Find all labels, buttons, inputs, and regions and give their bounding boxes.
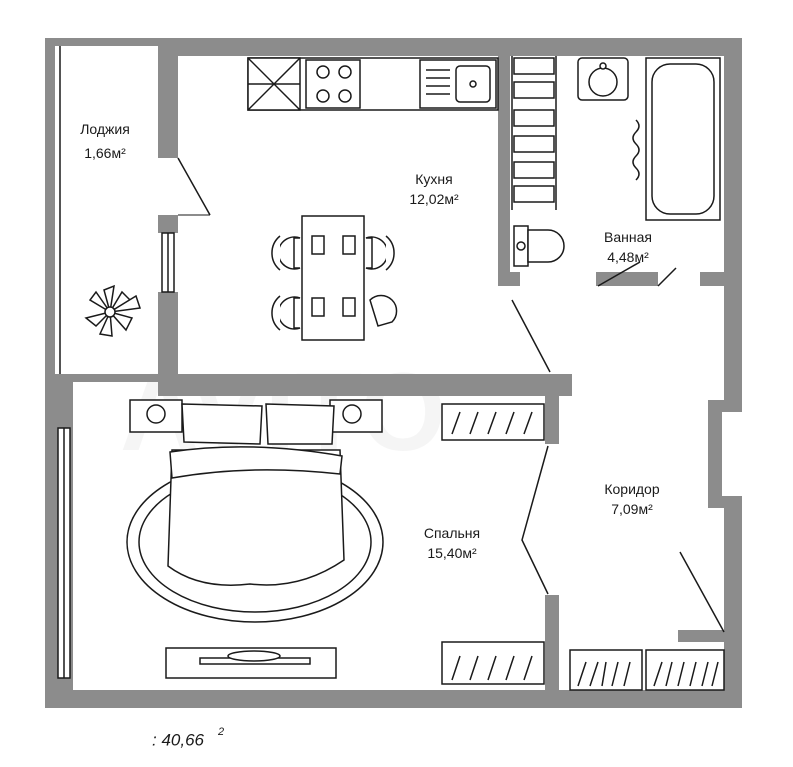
- bathtub-icon: [632, 57, 721, 221]
- loggia-area: [59, 46, 211, 374]
- dining-table-icon: [301, 215, 365, 341]
- total-unit-power: 2: [218, 726, 225, 738]
- chair-icon: [365, 235, 395, 271]
- stove-icon: [305, 59, 361, 109]
- corridor-name: Коридор: [604, 481, 660, 497]
- bedroom-area-label: 15,40м²: [427, 545, 477, 561]
- chair-icon: [271, 235, 301, 271]
- bathroom-area-label: 4,48м²: [607, 249, 649, 265]
- kitchen-furniture: [247, 57, 499, 341]
- nightstand-icon: [329, 399, 383, 433]
- kitchen-area-label: 12,02м²: [409, 191, 459, 207]
- kitchen-cabinet-icon: [247, 57, 301, 111]
- bathroom-name: Ванная: [604, 229, 652, 245]
- chair-icon: [271, 295, 301, 331]
- wardrobe-icon: [569, 649, 725, 691]
- total-value: 40,66: [161, 730, 205, 750]
- bedroom-name: Спальня: [424, 525, 480, 541]
- shelf-icon: [511, 56, 557, 210]
- wardrobe-icon: [441, 403, 545, 441]
- corridor-area-label: 7,09м²: [611, 501, 653, 517]
- total-prefix: :: [152, 730, 157, 750]
- corridor-fixtures: [511, 299, 725, 691]
- washbasin-icon: [577, 57, 629, 101]
- sink-icon: [419, 59, 497, 109]
- loggia-area-label: 1,66м²: [84, 145, 126, 161]
- chair-icon: [369, 294, 398, 327]
- bathroom-fixtures: [511, 56, 721, 287]
- total-area: : 40,66 2: [152, 726, 224, 751]
- plant-icon: [84, 284, 141, 337]
- bedroom-furniture: [57, 399, 549, 685]
- toilet-icon: [513, 225, 565, 267]
- kitchen-name: Кухня: [415, 171, 452, 187]
- wardrobe-icon: [441, 641, 545, 685]
- nightstand-icon: [129, 399, 183, 433]
- loggia-name: Лоджия: [80, 121, 130, 137]
- tv-stand-icon: [165, 647, 337, 679]
- bed-icon: [167, 403, 345, 586]
